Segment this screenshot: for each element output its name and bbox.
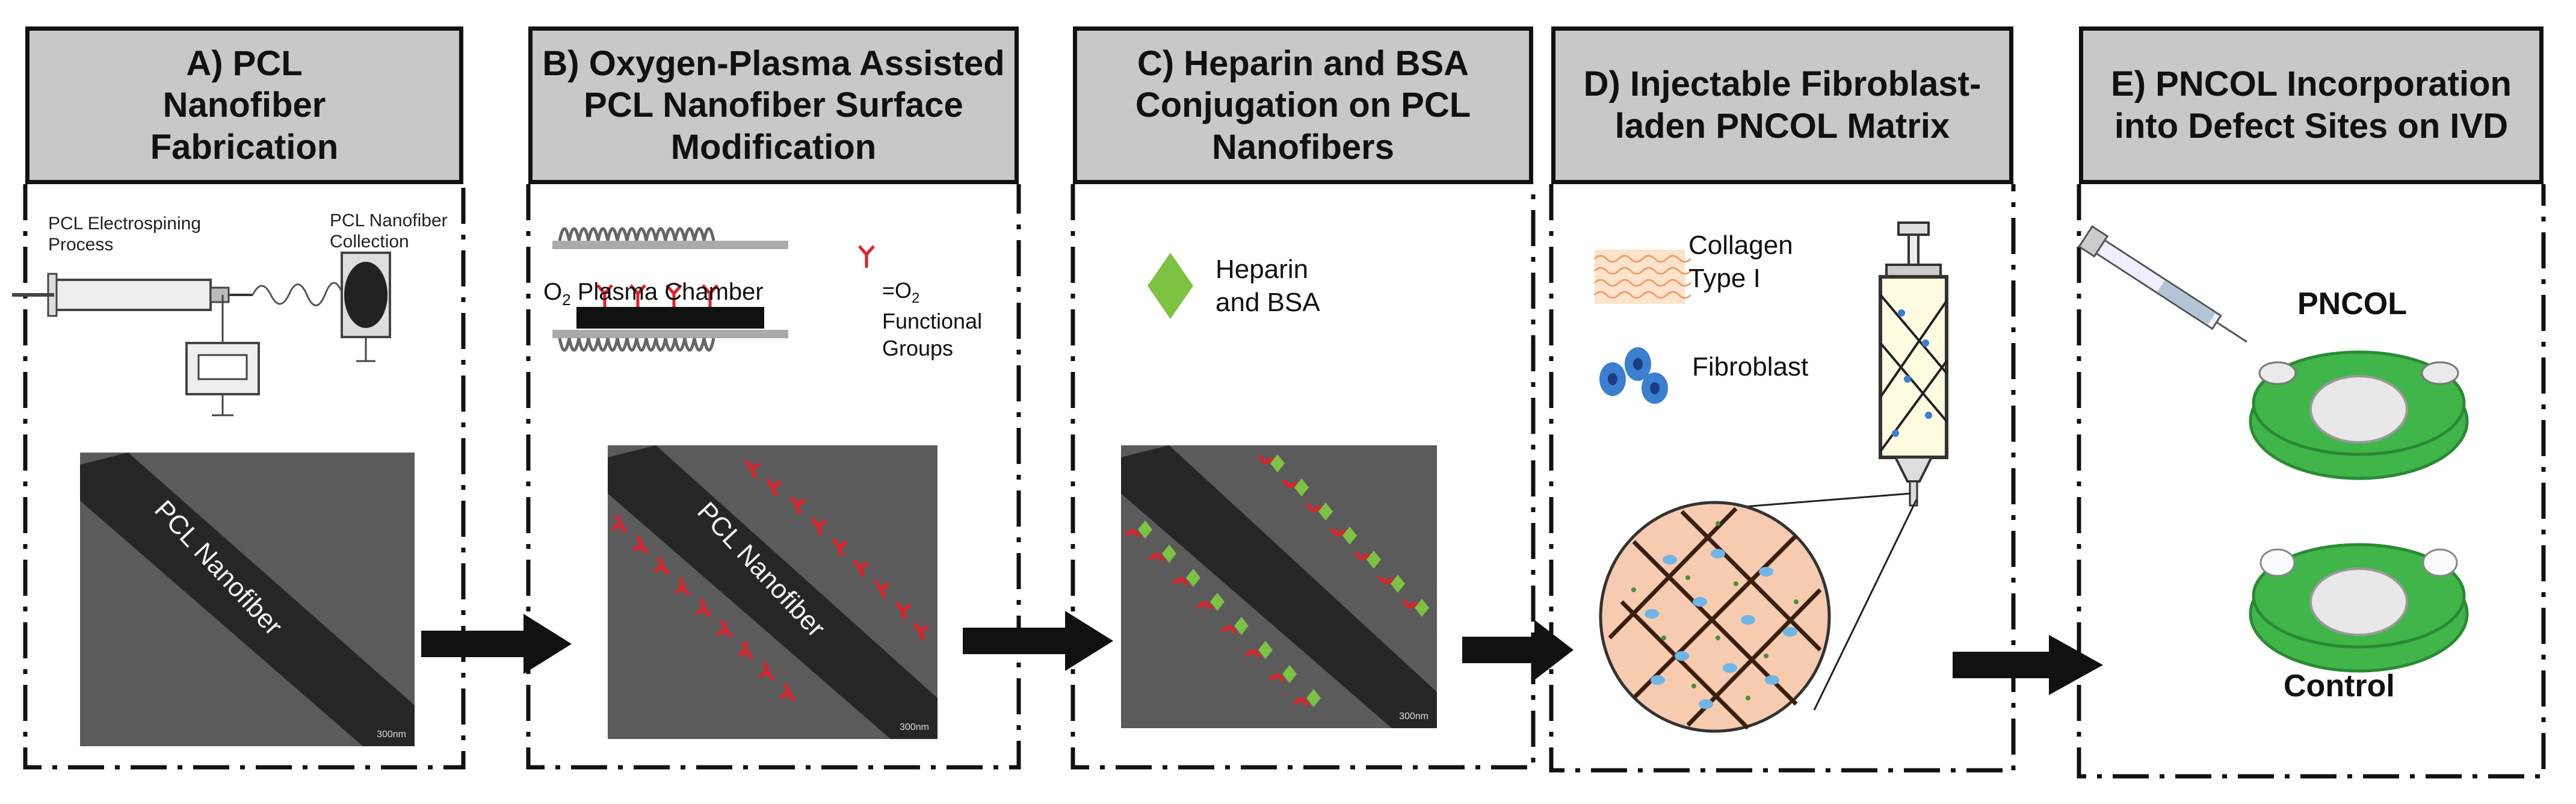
heparin-legend-label: Heparin and BSA — [1215, 255, 1320, 317]
disc-pncol-icon — [2249, 350, 2469, 480]
panel-c-nanofiber-shape — [1121, 445, 1437, 728]
arrow-d-to-e — [1953, 635, 2103, 695]
panel-a-scale-label: 300nm — [377, 729, 406, 740]
arrow-a-to-b — [421, 614, 572, 674]
panel-c-sem-image: 300nm — [1121, 445, 1437, 728]
panel-b-header: B) Oxygen-Plasma Assisted PCL Nanofiber … — [528, 26, 1019, 184]
collected-fibers-shape — [344, 262, 388, 328]
panel-c-title: C) Heparin and BSA Conjugation on PCL Na… — [1135, 43, 1471, 167]
panel-b-scale-label: 300nm — [900, 722, 929, 732]
pncol-matrix-circle — [1599, 501, 1831, 733]
panel-d-header: D) Injectable Fibroblast- laden PNCOL Ma… — [1551, 26, 2013, 184]
collagen-swatch-icon — [1593, 250, 1692, 304]
arrow-b-to-c — [963, 611, 1113, 671]
injection-syringe-icon — [1879, 221, 1948, 507]
syringe-icon — [12, 273, 253, 317]
collection-label: PCL Nanofiber Collection — [330, 211, 448, 252]
panel-c-scale-label: 300nm — [1399, 711, 1429, 722]
panel-a-sem-image: PCL Nanofiber 300nm — [80, 453, 415, 746]
heparin-diamond-icon — [1147, 253, 1193, 319]
electrospinning-setup-illustration — [12, 252, 391, 416]
chamber-label: O2 Plasma Chamber — [543, 279, 764, 309]
fibroblast-label: Fibroblast — [1692, 352, 1809, 382]
fibroblast-icon — [1599, 347, 1668, 404]
nanofiber-band-shape — [80, 453, 415, 746]
panel-c-header: C) Heparin and BSA Conjugation on PCL Na… — [1073, 26, 1533, 184]
panel-b-nanofiber-shape — [608, 445, 937, 739]
panel-d-title: D) Injectable Fibroblast- laden PNCOL Ma… — [1583, 64, 1981, 146]
injection-needle-icon — [2078, 225, 2247, 343]
panel-e-header: E) PNCOL Incorporation into Defect Sites… — [2079, 26, 2544, 184]
plasma-chamber-illustration — [552, 227, 875, 352]
collagen-label: Collagen Type I — [1688, 230, 1793, 293]
pncol-label: PNCOL — [2297, 286, 2407, 321]
panel-a-header: A) PCL Nanofiber Fabrication — [25, 26, 463, 184]
panel-a-title: A) PCL Nanofiber Fabrication — [150, 43, 339, 167]
panel-b-sem-image: PCL Nanofiber 300nm — [608, 445, 937, 739]
panel-e-title: E) PNCOL Incorporation into Defect Sites… — [2111, 64, 2512, 146]
arrow-c-to-d — [1462, 620, 1574, 680]
disc-control-icon — [2249, 543, 2469, 673]
control-label: Control — [2284, 669, 2395, 704]
panel-b-title: B) Oxygen-Plasma Assisted PCL Nanofiber … — [542, 43, 1005, 167]
electrospinning-label: PCL Electrospining Process — [48, 214, 202, 255]
